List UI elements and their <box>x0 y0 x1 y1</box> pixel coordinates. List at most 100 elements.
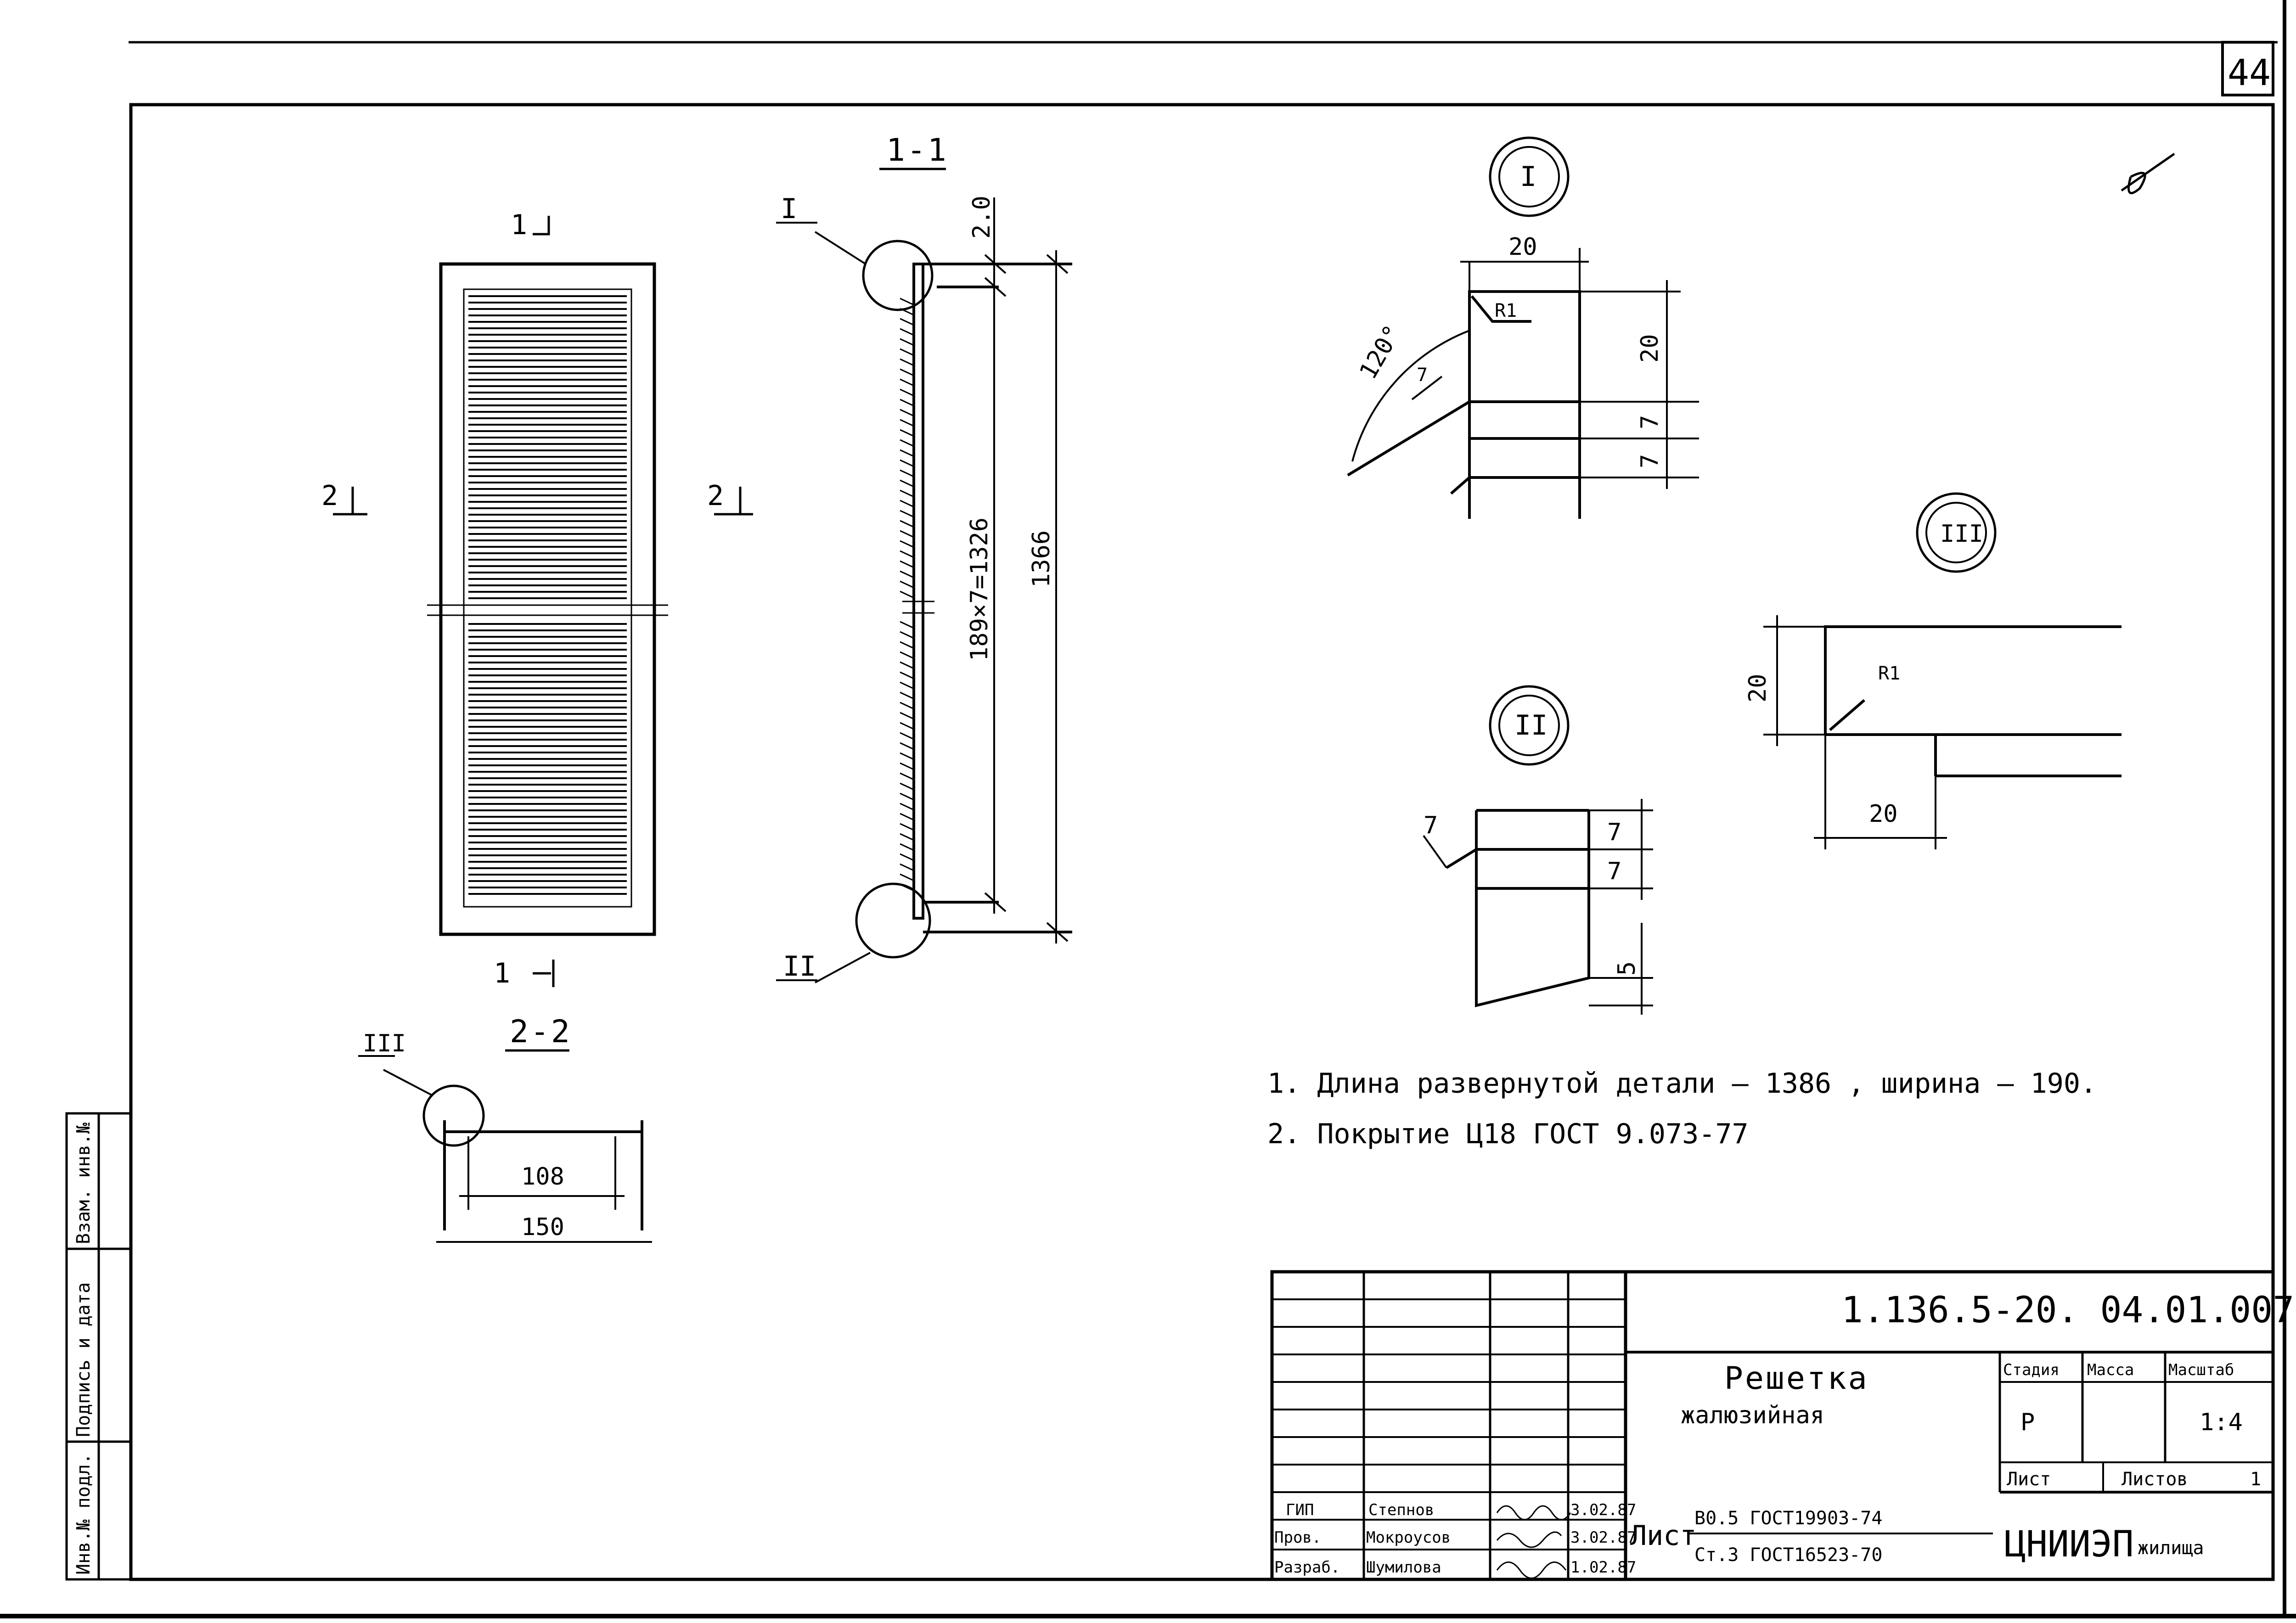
slat-tooth <box>900 449 914 457</box>
slat-tooth <box>900 580 914 589</box>
slat-tooth <box>900 671 914 680</box>
signer-date: 3.02.87 <box>1570 1501 1636 1519</box>
slat-tooth <box>900 358 914 366</box>
dim-outer: 150 <box>521 1213 564 1241</box>
slat-tooth <box>900 661 914 669</box>
detail-II-marker-outer <box>1489 685 1570 766</box>
sheet-label: Лист <box>2007 1469 2051 1490</box>
org-sub: жилища <box>2138 1538 2204 1559</box>
detail-II-dim-step1: 7 <box>1607 819 1621 846</box>
detail-I-dimensions <box>1351 248 1699 489</box>
detail-II-dim-step2: 7 <box>1607 858 1621 885</box>
dim-top-gap: 2.0 <box>968 196 996 239</box>
sheets-label: Листов <box>2122 1469 2188 1490</box>
material-label: Лист <box>1630 1520 1697 1552</box>
corner-mark <box>2121 152 2175 195</box>
panel-inner-frame <box>463 288 632 908</box>
detail-I-marker-outer <box>1489 136 1570 217</box>
slat-tooth <box>900 570 914 578</box>
detail-I-dim-height: 20 <box>1636 334 1664 363</box>
dim-overall: 1366 <box>1028 530 1055 588</box>
dim-pitch: 189×7=1326 <box>966 517 993 661</box>
slat-tooth <box>900 429 914 437</box>
leader-line <box>814 231 867 265</box>
detail-II-dimensions <box>1423 799 1653 1015</box>
detail-III-drawing <box>1824 625 2122 777</box>
title-line2: жалюзийная <box>1681 1402 1824 1429</box>
slat-tooth <box>900 459 914 467</box>
slat-tooth <box>900 752 914 760</box>
slat-tooth <box>900 772 914 781</box>
slat-tooth <box>900 792 914 801</box>
slat-tooth <box>900 348 914 356</box>
slat-tooth <box>900 298 914 306</box>
section-1-1-dimensions <box>984 197 1069 943</box>
signer-role: ГИП <box>1286 1501 1314 1519</box>
slat-tooth <box>900 520 914 528</box>
dim-inner: 108 <box>521 1163 564 1191</box>
section-mark-right-label: 2 <box>707 480 724 512</box>
slat-tooth <box>900 479 914 488</box>
section-mark-bottom <box>533 960 555 987</box>
slat-tooth <box>900 853 914 861</box>
louvre-slats <box>468 295 627 895</box>
detail-III-dim-radius: R1 <box>1878 663 1900 684</box>
slat-tooth <box>900 409 914 417</box>
slat-tooth <box>900 631 914 639</box>
slat-tooth <box>900 399 914 407</box>
slat-tooth <box>900 833 914 841</box>
callout-circle-I <box>862 240 934 311</box>
signer-role: Разраб. <box>1274 1558 1340 1577</box>
slat-tooth <box>900 540 914 548</box>
callout-label-I: I <box>781 193 797 225</box>
page-number: 44 <box>2228 52 2271 94</box>
slat-tooth <box>900 388 914 397</box>
slat-tooth <box>900 560 914 568</box>
slat-tooth <box>900 318 914 326</box>
detail-II-drawing <box>1446 809 1590 1007</box>
slat-tooth <box>900 702 914 710</box>
detail-I-drawing <box>1347 290 1581 519</box>
slat-tooth <box>900 530 914 538</box>
section-mark-top <box>533 216 550 236</box>
signature <box>1496 1531 1562 1548</box>
material-denominator: Ст.3 ГОСТ16523-70 <box>1694 1544 1882 1566</box>
org-main: ЦНИИЭП <box>2004 1524 2134 1565</box>
col-header-stage: Стадия <box>2003 1361 2060 1379</box>
slat-tooth <box>900 338 914 346</box>
note-2: 2. Покрытие Ц18 ГОСТ 9.073-77 <box>1267 1118 1749 1150</box>
col-header-mass: Масса <box>2087 1361 2134 1379</box>
leader-line <box>383 1069 432 1096</box>
slat-tooth <box>900 813 914 821</box>
section-mark-left <box>333 487 367 516</box>
section-2-2-label: 2-2 <box>510 1014 572 1050</box>
slat-tooth <box>900 328 914 336</box>
slat-tooth <box>900 641 914 649</box>
detail-I-dim-step2: 7 <box>1636 454 1664 468</box>
slat-tooth <box>900 510 914 518</box>
slat-tooth <box>900 742 914 750</box>
slat-tooth <box>900 691 914 700</box>
slat-tooth <box>900 651 914 659</box>
stage-value: Р <box>2020 1409 2035 1436</box>
callout-label-III: III <box>363 1030 406 1057</box>
detail-I-dim-radius: R1 <box>1495 300 1517 321</box>
slat-tooth <box>900 732 914 740</box>
detail-II-dim-slat: 7 <box>1424 812 1438 839</box>
section-1-1-teeth <box>900 298 914 892</box>
section-mark-right <box>714 487 753 516</box>
callout-circle-III <box>422 1084 485 1147</box>
detail-II-marker-inner <box>1498 695 1560 756</box>
slat-tooth <box>900 681 914 690</box>
col-header-scale: Масштаб <box>2168 1361 2234 1379</box>
slat-tooth <box>900 550 914 558</box>
signer-name: Мокроусов <box>1366 1528 1451 1547</box>
detail-III-marker-label: III <box>1940 520 1983 548</box>
slat-tooth <box>900 722 914 730</box>
leader-line <box>815 952 871 983</box>
slat-tooth <box>900 803 914 811</box>
signer-name: Степнов <box>1368 1501 1434 1519</box>
slat-tooth <box>900 590 914 599</box>
detail-I-marker-inner <box>1498 146 1560 208</box>
